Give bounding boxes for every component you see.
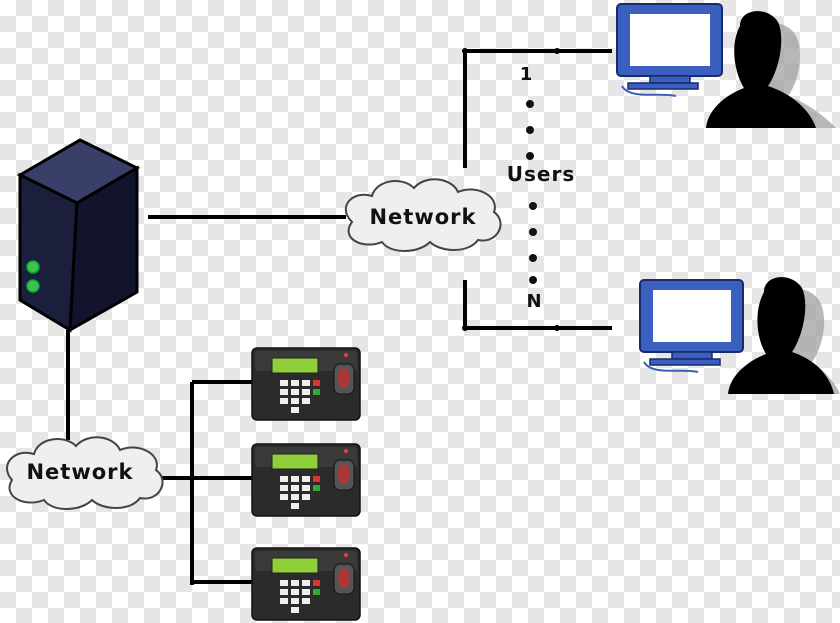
fingerprint-terminal-icon [251,443,361,517]
user-silhouette-icon [728,277,840,394]
connection-lines [66,49,612,585]
computer-monitor-icon [616,3,723,97]
users-label: Users [507,162,575,186]
fingerprint-terminal-icon [251,547,361,621]
user-first-label: 1 [520,64,533,85]
cloud-icon-top: Network [344,178,502,252]
server-icon [16,138,141,333]
computer-monitor-icon [639,279,744,373]
network-label-top: Network [369,205,476,229]
fingerprint-terminal-icon [251,347,361,421]
ellipsis-dots [526,100,537,284]
line-junction-dots [189,48,560,481]
user-workstation-top [616,3,836,128]
user-workstation-bottom [639,277,840,394]
user-silhouette-icon [706,11,836,128]
user-last-label: N [526,291,541,312]
network-label-bottom: Network [26,460,133,484]
cloud-icon-bottom: Network [6,436,164,510]
